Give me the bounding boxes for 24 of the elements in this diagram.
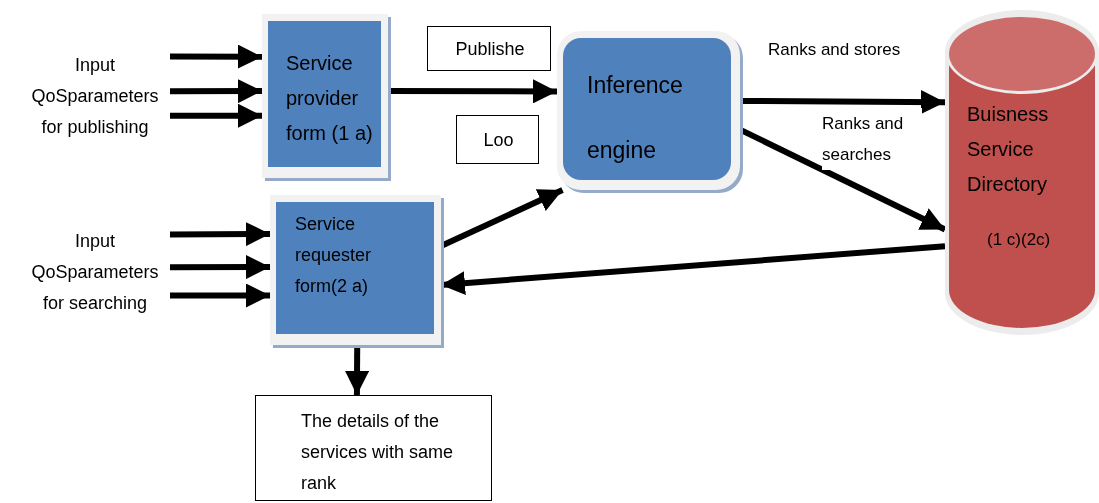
edge-label: Ranks and searches (822, 108, 922, 170)
node-text: Inference engine (587, 71, 684, 165)
node-text: Buisness Service Directory (967, 102, 1050, 197)
text-box (427, 26, 551, 71)
arrow (170, 44, 262, 69)
process-box (262, 14, 388, 178)
node-text: The details of the services with same rank (301, 410, 455, 495)
node-text: Service requester form(2 a) (295, 213, 373, 298)
node-text: Loo (482, 129, 515, 152)
arrow (170, 103, 262, 128)
node-text: (1 c)(2c) (987, 229, 1052, 251)
text-box (456, 115, 539, 164)
arrow (388, 79, 557, 104)
arrow (170, 222, 270, 247)
arrow (170, 283, 270, 308)
process-box (270, 195, 441, 345)
arrow (170, 79, 262, 104)
process-box (557, 31, 740, 190)
node-text: Service provider form (1 a) (286, 51, 374, 146)
node-text: Publishe (454, 38, 526, 61)
arrow (170, 255, 270, 280)
text-box (255, 395, 492, 501)
input-label: Input QoSparameters for searching (30, 230, 160, 315)
input-label: Input QoSparameters for publishing (30, 54, 160, 139)
